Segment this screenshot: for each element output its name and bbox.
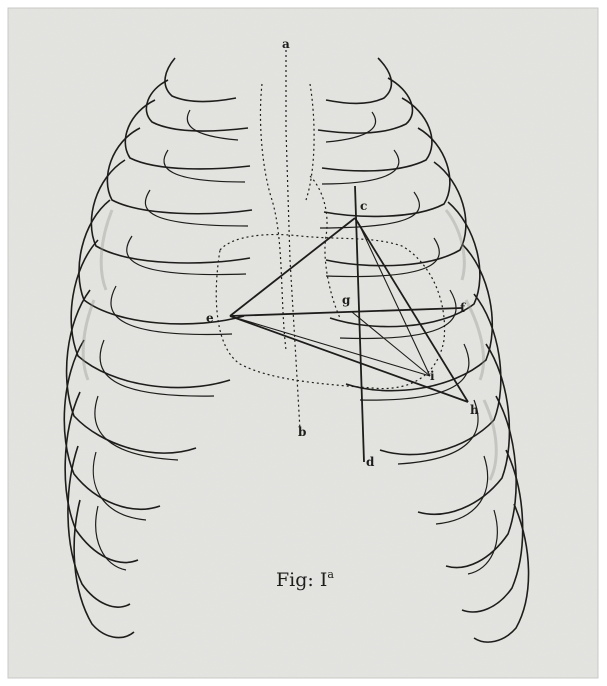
label-c: c bbox=[360, 199, 367, 213]
label-b: b bbox=[298, 425, 306, 439]
figure-caption-superscript: a bbox=[327, 568, 334, 581]
label-h: h bbox=[470, 403, 479, 417]
label-f: f bbox=[460, 301, 466, 315]
label-g: g bbox=[342, 293, 351, 307]
label-i: i bbox=[430, 369, 435, 383]
label-a: a bbox=[282, 37, 290, 51]
label-e: e bbox=[206, 311, 214, 325]
figure-caption-text: Fig: I bbox=[276, 569, 327, 591]
figure-caption: Fig: Ia bbox=[276, 568, 334, 591]
label-d: d bbox=[366, 455, 375, 469]
